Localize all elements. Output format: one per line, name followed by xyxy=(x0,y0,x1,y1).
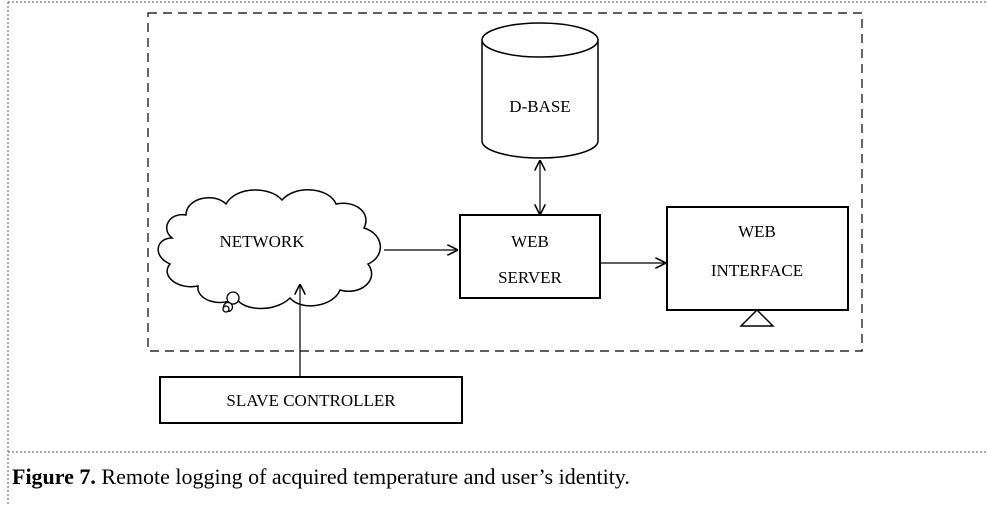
cloud-tail xyxy=(222,291,240,313)
monitor-stand xyxy=(739,308,775,327)
web-interface-label-line2: INTERFACE xyxy=(711,261,803,280)
web-server-label-line2: SERVER xyxy=(498,268,562,287)
figure-caption: Figure 7. Remote logging of acquired tem… xyxy=(12,464,630,490)
database-label: D-BASE xyxy=(509,97,570,116)
database-cylinder xyxy=(481,22,599,159)
web-interface-label-line1: WEB xyxy=(738,222,776,241)
web-server-label-line1: WEB xyxy=(511,232,549,251)
web-server-box xyxy=(459,214,601,299)
figure-number: Figure 7. xyxy=(12,464,96,489)
network-label: NETWORK xyxy=(220,232,306,251)
network-cloud xyxy=(157,189,381,310)
slave-controller-label: SLAVE CONTROLLER xyxy=(226,391,396,410)
web-interface-monitor xyxy=(666,206,849,311)
figure-caption-text: Remote logging of acquired temperature a… xyxy=(95,464,630,489)
slave-controller-box xyxy=(159,376,463,424)
system-boundary xyxy=(147,12,863,352)
outer-frame xyxy=(7,1,987,505)
